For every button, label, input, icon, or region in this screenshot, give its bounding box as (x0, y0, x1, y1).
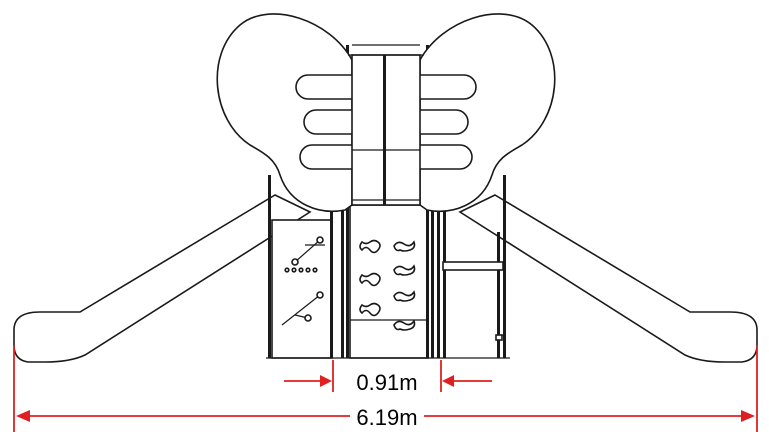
arrow-right-icon (741, 410, 755, 422)
arrow-left-icon (16, 410, 30, 422)
inner-width-label: 0.91m (356, 370, 417, 395)
overall-width-dimension: 6.19m (13, 345, 758, 432)
arrow-left-icon (442, 375, 454, 387)
overall-width-label: 6.19m (356, 405, 417, 430)
right-slide (458, 194, 758, 363)
left-climbing-panel (268, 175, 333, 359)
inner-width-dimension: 0.91m (284, 360, 492, 395)
central-tower (348, 44, 424, 206)
right-frame (437, 175, 506, 358)
left-slide (13, 194, 312, 363)
arrow-right-icon (320, 375, 332, 387)
